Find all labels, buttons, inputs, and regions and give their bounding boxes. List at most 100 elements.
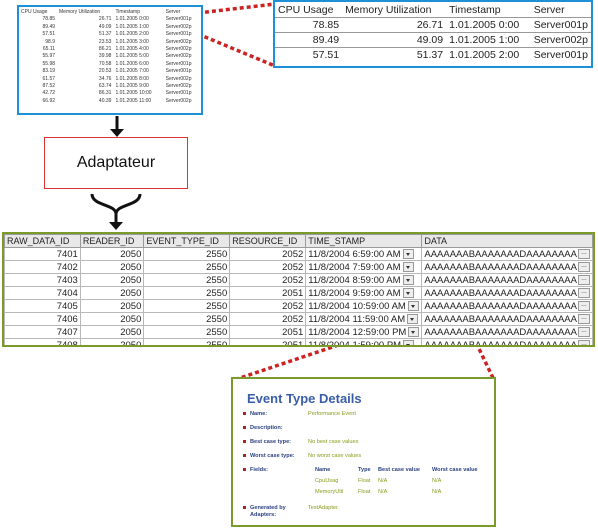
table-cell: 51.37: [342, 48, 446, 63]
table-cell[interactable]: AAAAAAABAAAAAAADAAAAAAAA…: [421, 260, 593, 274]
dropdown-arrow-icon[interactable]: [407, 300, 419, 311]
table-cell[interactable]: 2050: [79, 260, 145, 274]
table-cell[interactable]: AAAAAAABAAAAAAADAAAAAAAA…: [421, 273, 593, 287]
detail-worst-value: No worst case values: [308, 453, 362, 459]
col-header-raw-data-id[interactable]: RAW_DATA_ID: [4, 234, 81, 248]
col-header-resource-id[interactable]: RESOURCE_ID: [229, 234, 307, 248]
table-cell[interactable]: 2050: [79, 273, 145, 287]
col-header-time-stamp[interactable]: TIME_STAMP: [305, 234, 423, 248]
ellipsis-button[interactable]: …: [577, 287, 590, 298]
table-cell[interactable]: 2550: [143, 247, 231, 261]
ellipsis-button[interactable]: …: [577, 326, 590, 337]
fields-header-name: Name: [315, 467, 331, 473]
table-cell: 1.01.2005 5:00: [113, 53, 163, 60]
dropdown-arrow-icon[interactable]: [407, 313, 419, 324]
table-cell[interactable]: 11/8/2004 9:59:00 AM: [305, 286, 423, 300]
table-cell[interactable]: 2052: [229, 299, 307, 313]
detail-row-name: Name:Performance Event: [243, 411, 356, 418]
table-cell[interactable]: 11/8/2004 1:59:00 PM: [305, 338, 423, 345]
dropdown-arrow-icon[interactable]: [402, 248, 414, 259]
table-cell[interactable]: AAAAAAABAAAAAAADAAAAAAAA…: [421, 338, 593, 345]
table-cell[interactable]: AAAAAAABAAAAAAADAAAAAAAA…: [421, 299, 593, 313]
table-cell[interactable]: 7406: [4, 312, 81, 326]
cell-text: Server002p: [165, 83, 192, 90]
table-cell: 55.97: [19, 53, 57, 60]
dropdown-arrow-icon[interactable]: [402, 261, 414, 272]
dropdown-arrow-icon[interactable]: [402, 287, 414, 298]
cell-text: 20.53: [98, 68, 112, 75]
table-cell[interactable]: 2052: [229, 247, 307, 261]
cell-text: 2550: [206, 274, 228, 286]
table-cell: 70.58: [57, 61, 113, 68]
table-cell[interactable]: 2050: [79, 325, 145, 339]
cell-text: Server002p: [165, 46, 192, 53]
table-cell[interactable]: 2050: [79, 338, 145, 345]
col-header-reader-id[interactable]: READER_ID: [79, 234, 145, 248]
cell-text: 86.31: [98, 90, 112, 97]
col-header-data[interactable]: DATA: [421, 234, 593, 248]
table-cell: 51.37: [57, 31, 113, 38]
table-cell[interactable]: 11/8/2004 10:59:00 AM: [305, 299, 423, 313]
table-cell[interactable]: 2550: [143, 260, 231, 274]
dropdown-arrow-icon[interactable]: [402, 274, 414, 285]
cell-text: 39.98: [98, 53, 112, 60]
cell-text: 2050: [120, 313, 142, 325]
table-cell: 57.51: [19, 31, 57, 38]
dropdown-arrow-icon[interactable]: [408, 326, 420, 337]
table-cell[interactable]: 2550: [143, 325, 231, 339]
cell-text: 1.01.2005 10:00: [115, 90, 152, 97]
cell-text: AAAAAAABAAAAAAADAAAAAAAA: [424, 287, 577, 299]
dropdown-arrow-icon[interactable]: [403, 339, 415, 345]
table-cell[interactable]: 11/8/2004 12:59:00 PM: [305, 325, 423, 339]
table-cell[interactable]: 2550: [143, 273, 231, 287]
table-cell: 1.01.2005 1:00: [113, 24, 163, 31]
table-cell[interactable]: 11/8/2004 8:59:00 AM: [305, 273, 423, 287]
fields-header-type: Type: [358, 467, 371, 473]
table-cell[interactable]: 2051: [229, 325, 307, 339]
table-cell[interactable]: 11/8/2004 6:59:00 AM: [305, 247, 423, 261]
table-cell[interactable]: 2550: [143, 299, 231, 313]
table-cell[interactable]: 7403: [4, 273, 81, 287]
table-cell[interactable]: 2052: [229, 312, 307, 326]
table-cell[interactable]: 2050: [79, 247, 145, 261]
table-cell[interactable]: 7407: [4, 325, 81, 339]
cell-text: 87.52: [42, 83, 56, 90]
table-cell[interactable]: 7402: [4, 260, 81, 274]
table-cell[interactable]: AAAAAAABAAAAAAADAAAAAAAA…: [421, 325, 593, 339]
table-cell[interactable]: 2050: [79, 299, 145, 313]
table-cell[interactable]: 7408: [4, 338, 81, 345]
ellipsis-button[interactable]: …: [577, 313, 590, 324]
table-cell[interactable]: 2051: [229, 286, 307, 300]
source-zoom-col-cpu: CPU Usage: [275, 2, 343, 18]
cell-text: 2052: [282, 313, 304, 325]
ellipsis-button[interactable]: …: [577, 248, 590, 259]
table-cell[interactable]: 2052: [229, 260, 307, 274]
table-cell: 20.53: [57, 68, 113, 75]
ellipsis-button[interactable]: …: [577, 339, 590, 345]
table-cell[interactable]: 2052: [229, 273, 307, 287]
table-cell: Server002p: [164, 98, 201, 105]
ellipsis-button[interactable]: …: [577, 300, 590, 311]
table-cell[interactable]: 2051: [229, 338, 307, 345]
table-cell[interactable]: 7401: [4, 247, 81, 261]
table-cell[interactable]: 2050: [79, 286, 145, 300]
table-cell[interactable]: AAAAAAABAAAAAAADAAAAAAAA…: [421, 247, 593, 261]
table-cell[interactable]: 2550: [143, 312, 231, 326]
table-cell[interactable]: AAAAAAABAAAAAAADAAAAAAAA…: [421, 286, 593, 300]
table-cell[interactable]: 2050: [79, 312, 145, 326]
table-cell[interactable]: 11/8/2004 11:59:00 AM: [305, 312, 423, 326]
cell-text: 11/8/2004 7:59:00 AM: [308, 261, 401, 273]
table-cell[interactable]: AAAAAAABAAAAAAADAAAAAAAA…: [421, 312, 593, 326]
ellipsis-button[interactable]: …: [577, 261, 590, 272]
ellipsis-button[interactable]: …: [577, 274, 590, 285]
table-cell[interactable]: 7405: [4, 299, 81, 313]
cell-text: 89.49: [312, 34, 340, 46]
table-cell[interactable]: 11/8/2004 7:59:00 AM: [305, 260, 423, 274]
table-cell[interactable]: 7404: [4, 286, 81, 300]
table-cell[interactable]: 2550: [143, 286, 231, 300]
table-cell[interactable]: 2550: [143, 338, 231, 345]
cell-text: 51.37: [98, 31, 112, 38]
col-header-event-type-id[interactable]: EVENT_TYPE_ID: [143, 234, 231, 248]
